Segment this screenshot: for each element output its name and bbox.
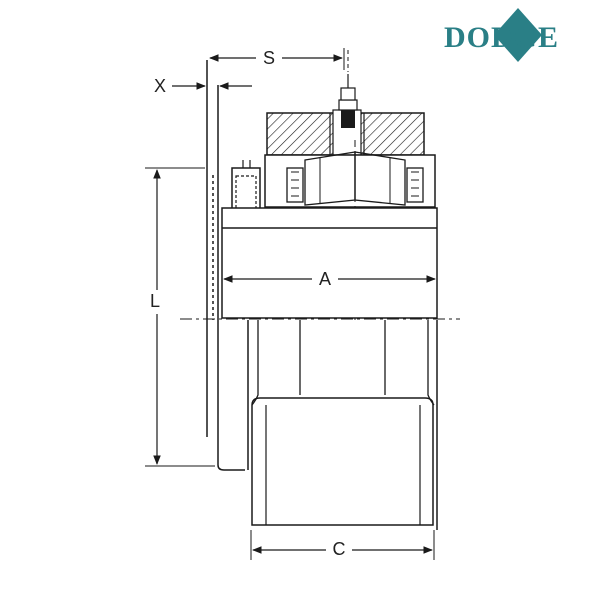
dimension-s-label: S [263, 48, 275, 68]
shaft-outline [180, 207, 460, 320]
dimension-l: L [145, 167, 215, 467]
dodge-logo: DODGE [444, 8, 559, 62]
logo-diamond-icon [494, 8, 542, 62]
dimension-l-label: L [150, 291, 160, 311]
grease-fitting [338, 50, 358, 128]
dimension-x: X [154, 76, 252, 96]
dimension-c: C [250, 530, 435, 560]
dimension-c-label: C [333, 539, 346, 559]
dimension-x-label: X [154, 76, 166, 96]
pedestal-base [247, 320, 438, 530]
bearing-section [264, 140, 436, 320]
logo-text: DODGE [444, 21, 559, 54]
mounting-plate [206, 60, 245, 471]
dimension-a: A [223, 268, 436, 290]
dimension-a-label: A [319, 269, 331, 289]
dimension-s: S [209, 46, 345, 70]
